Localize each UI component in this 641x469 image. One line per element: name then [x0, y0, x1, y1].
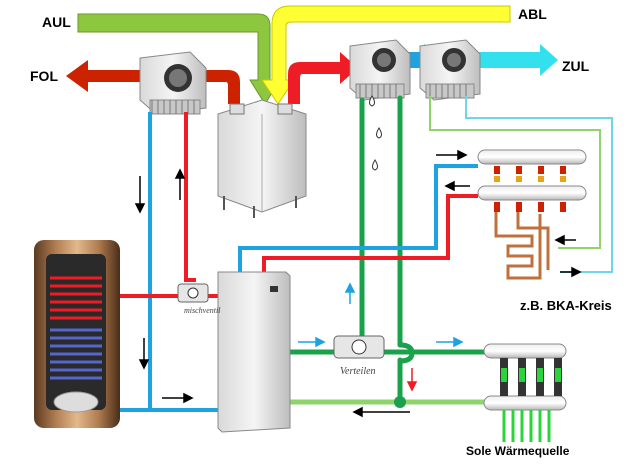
distribution-valve: [333, 335, 385, 359]
brine-lines: [285, 95, 489, 408]
air-exchanger-left: [139, 51, 207, 115]
label-verteilen: Verteilen: [340, 366, 376, 377]
light-return-lines: [429, 96, 613, 273]
air-exchanger-right: [419, 39, 481, 101]
heat-pump-cabinet: [217, 271, 291, 433]
storage-tank: [34, 240, 120, 428]
ventilation-unit: [217, 99, 307, 218]
zul-duct: [478, 44, 558, 76]
bka-manifold: [477, 149, 587, 280]
label-sole-waermequelle: Sole Wärmequelle: [466, 444, 570, 458]
flow-arrows-blue: [298, 282, 464, 348]
supply-duct-red: [288, 52, 358, 104]
label-mischventil: mischventil: [184, 306, 221, 315]
air-exchanger-mid: [349, 39, 411, 101]
label-fol: FOL: [30, 68, 58, 84]
flow-arrows: [134, 149, 582, 418]
aul-duct: [77, 13, 281, 105]
label-zul: ZUL: [562, 58, 590, 74]
label-aul: AUL: [42, 14, 71, 30]
flow-arrow-red: [406, 368, 418, 392]
brine-manifold: [483, 343, 567, 442]
mixing-valve-left: [177, 283, 209, 303]
abl-duct: [261, 5, 511, 105]
label-bka-kreis: z.B. BKA-Kreis: [520, 298, 612, 313]
hot-cold-lines: [100, 112, 478, 412]
label-abl: ABL: [518, 6, 547, 22]
condensate-drops: [369, 95, 382, 171]
